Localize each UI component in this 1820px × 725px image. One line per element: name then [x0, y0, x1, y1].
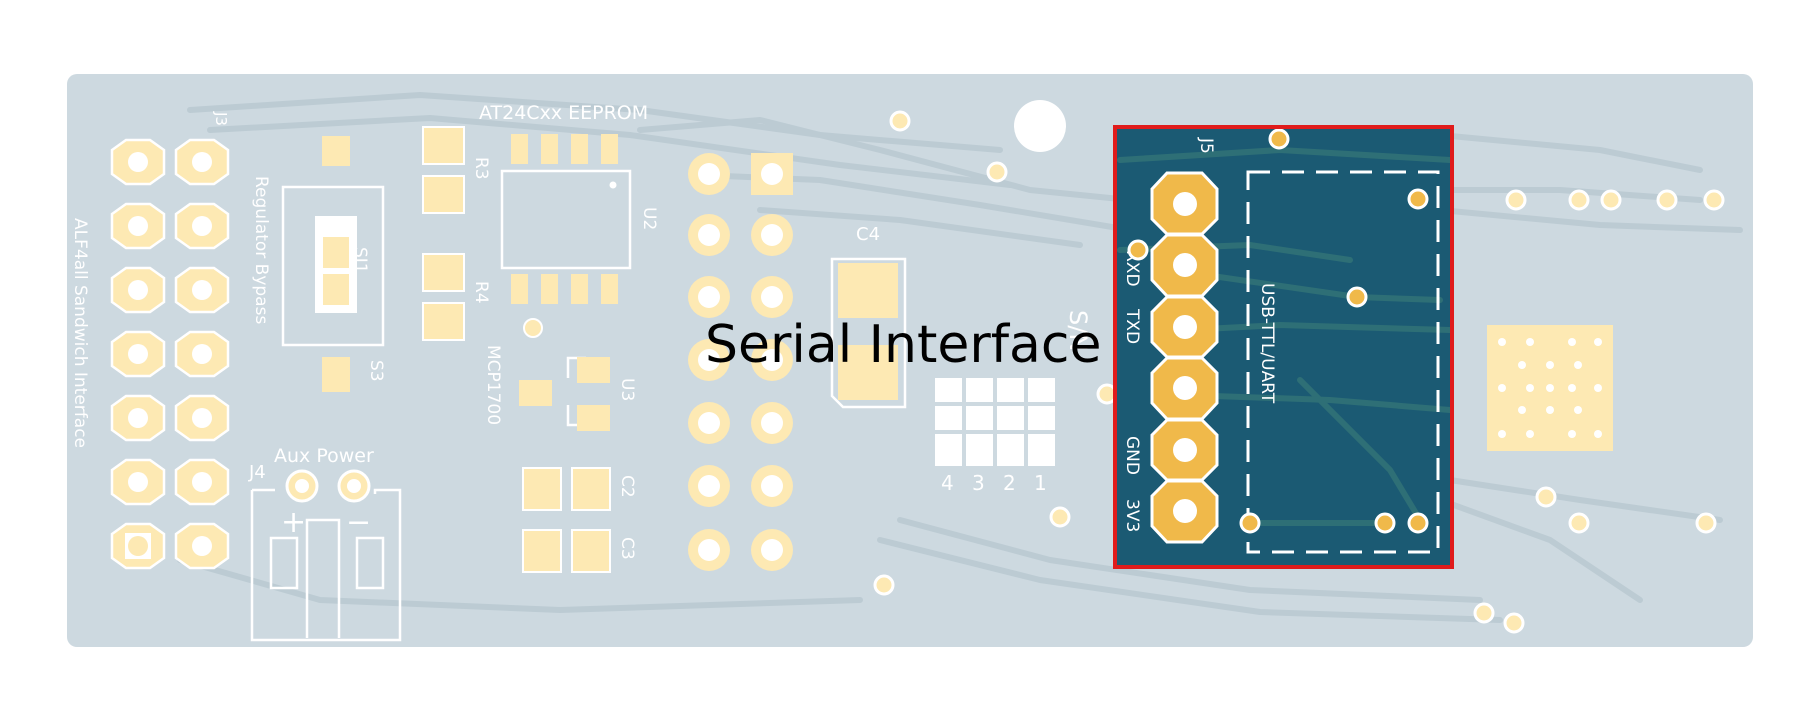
j3-header — [110, 138, 230, 570]
j5-label: J5 — [1196, 137, 1216, 154]
c4-label: C4 — [856, 224, 880, 245]
j3-label: J3 — [212, 111, 230, 126]
j4-aux-power-connector — [250, 469, 402, 642]
r4-label: R4 — [471, 281, 491, 304]
serial-interface-callout: Serial Interface — [705, 315, 1101, 375]
header-pads-2x7 — [688, 153, 793, 571]
s3-label: S3 — [366, 360, 386, 382]
board-vias — [873, 110, 1725, 634]
pcb-traces — [177, 92, 1743, 623]
u3-regulator — [519, 356, 610, 431]
minus-sign: − — [346, 505, 371, 540]
j5-connector — [1150, 171, 1219, 544]
aux-power-label: Aux Power — [274, 445, 374, 467]
sj1-jumper — [281, 136, 385, 392]
serial-number-grid — [935, 378, 1055, 466]
c2-capacitor — [522, 467, 611, 511]
sn-digit-2: 2 — [1003, 471, 1016, 495]
u2-label: U2 — [639, 207, 659, 230]
sn-digit-3: 3 — [972, 471, 985, 495]
u3-label: U3 — [617, 378, 637, 401]
thermal-pad — [1487, 325, 1613, 451]
via — [523, 318, 543, 338]
regulator-label: Regulator Bypass — [251, 176, 271, 324]
sn-label: S/N — [1064, 310, 1092, 351]
u2-eeprom-chip — [500, 134, 632, 304]
c2-label: C2 — [617, 475, 637, 498]
usb-module-outline — [1246, 170, 1440, 554]
r3-resistor — [422, 126, 465, 214]
sj1-label: SJ1 — [350, 247, 370, 274]
sn-digit-1: 1 — [1034, 471, 1047, 495]
highlight-vias — [1127, 128, 1429, 534]
txd-label: TXD — [1122, 308, 1142, 344]
r3-label: R3 — [471, 157, 491, 180]
sn-digit-4: 4 — [941, 471, 954, 495]
eeprom-label: AT24Cxx EEPROM — [479, 102, 648, 124]
sandwich-label: ALF4all Sandwich Interface — [70, 218, 90, 448]
highlight-frame — [1113, 125, 1454, 569]
c4-capacitor — [830, 257, 907, 409]
usb-ttl-label: USB-TTL/UART — [1257, 283, 1277, 404]
r4-resistor — [422, 253, 465, 341]
mounting-hole — [1014, 100, 1066, 152]
j4-label: J4 — [248, 462, 266, 483]
mcp-label: MCP1700 — [483, 345, 503, 425]
c3-capacitor — [522, 529, 611, 573]
3v3-label: 3V3 — [1122, 499, 1142, 532]
serial-interface-region: J5 RXD TXD GND 3V3 USB-TTL/UART — [1113, 125, 1454, 569]
gnd-label: GND — [1122, 436, 1142, 475]
c3-label: C3 — [617, 537, 637, 560]
plus-sign: + — [281, 505, 306, 540]
